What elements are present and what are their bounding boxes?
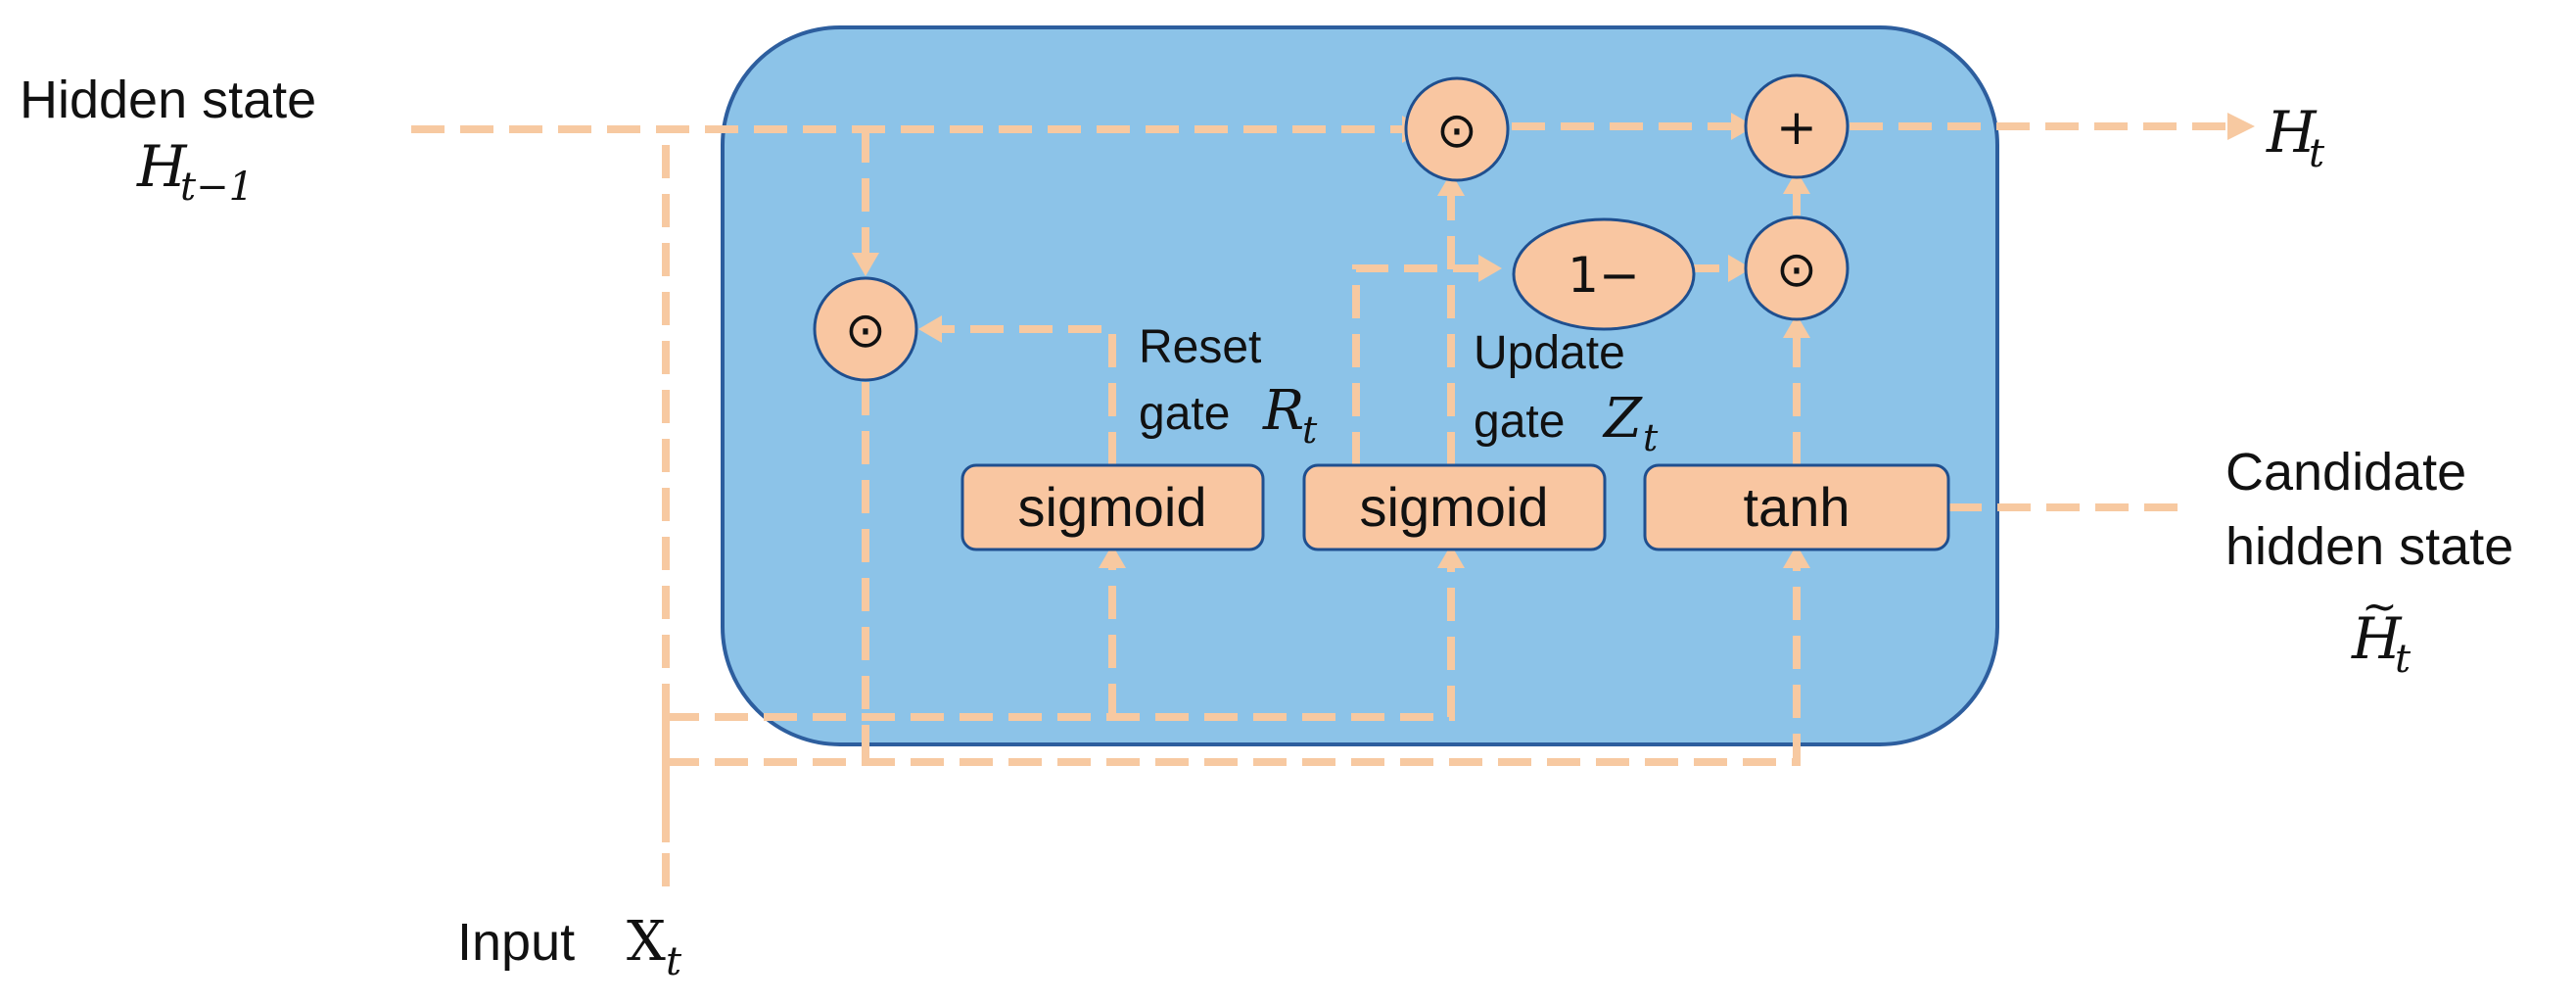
hidden-state-label: Hidden state [20, 71, 316, 129]
tanh-label: tanh [1744, 476, 1850, 538]
candidate-label-line1: Candidate [2225, 443, 2466, 502]
svg-text:t: t [1302, 408, 1318, 452]
arrow-into-reset-mult-top [852, 253, 879, 276]
node-mult-right: ⊙ [1744, 215, 1850, 321]
update-gate-symbol: Z t [1602, 387, 1659, 459]
flow-lines [411, 122, 2227, 886]
reset-gate-symbol: R t [1262, 379, 1318, 452]
hidden-prev-symbol: H t−1 [136, 133, 254, 210]
svg-text:t: t [2309, 131, 2325, 176]
svg-text:t−1: t−1 [180, 165, 254, 210]
reset-gate-label-line1: Reset [1139, 321, 1261, 373]
svg-text:H: H [2351, 605, 2403, 672]
arrow-into-reset-sigmoid [1099, 545, 1126, 568]
svg-text:R: R [1262, 379, 1304, 443]
svg-text:Z: Z [1602, 387, 1643, 451]
node-reset-mult: ⊙ [813, 276, 918, 382]
node-plus: + [1744, 73, 1850, 179]
arrow-into-tanh [1783, 545, 1810, 568]
flow-rail-lower [666, 563, 1801, 766]
reset-sigmoid-label: sigmoid [1018, 476, 1207, 538]
input-label: Input [457, 913, 575, 972]
arrow-into-reset-mult-right [918, 315, 942, 343]
update-sigmoid-label: sigmoid [1360, 476, 1549, 538]
arrow-into-mult-right-bottom [1783, 314, 1810, 338]
svg-text:H: H [136, 133, 188, 200]
update-sigmoid-box: sigmoid [1302, 463, 1607, 551]
node-mult-top: ⊙ [1404, 76, 1510, 182]
flow-reset-gate-to-mult [940, 325, 1116, 465]
candidate-label-line2: hidden state [2225, 517, 2513, 576]
one-minus-symbol: 1− [1568, 247, 1640, 304]
arrow-into-plus-bottom [1783, 170, 1810, 194]
update-gate-label-line2: gate [1474, 396, 1565, 448]
mult-right-symbol: ⊙ [1776, 241, 1817, 298]
arrow-into-mult-top-bottom [1437, 172, 1465, 196]
flow-rail-upper [666, 563, 1455, 721]
tanh-box: tanh [1643, 463, 1950, 551]
arrow-into-mult-right-left [1728, 255, 1752, 282]
svg-text:t: t [2395, 637, 2412, 682]
flow-update-to-one-minus [1352, 264, 1478, 465]
arrow-into-update-sigmoid [1437, 545, 1465, 568]
update-gate-label-line1: Update [1474, 327, 1625, 379]
reset-mult-symbol: ⊙ [845, 302, 886, 359]
reset-gate-label-line2: gate [1139, 388, 1230, 440]
output-symbol: H t [2266, 99, 2325, 176]
input-symbol: X t [627, 910, 682, 984]
plus-symbol: + [1776, 99, 1817, 156]
node-one-minus: 1− [1512, 217, 1696, 331]
svg-text:t: t [1643, 416, 1659, 459]
svg-text:X: X [627, 910, 666, 974]
arrowheads [852, 113, 2255, 568]
candidate-symbol: ~ H t [2351, 582, 2412, 682]
arrow-into-plus [1731, 113, 1755, 140]
arrow-into-one-minus [1478, 255, 1502, 282]
mult-top-symbol: ⊙ [1436, 102, 1477, 159]
svg-text:t: t [666, 939, 682, 984]
svg-text:~: ~ [2362, 582, 2398, 632]
reset-sigmoid-box: sigmoid [960, 463, 1265, 551]
svg-text:H: H [2266, 99, 2318, 166]
arrow-output [2227, 113, 2255, 140]
